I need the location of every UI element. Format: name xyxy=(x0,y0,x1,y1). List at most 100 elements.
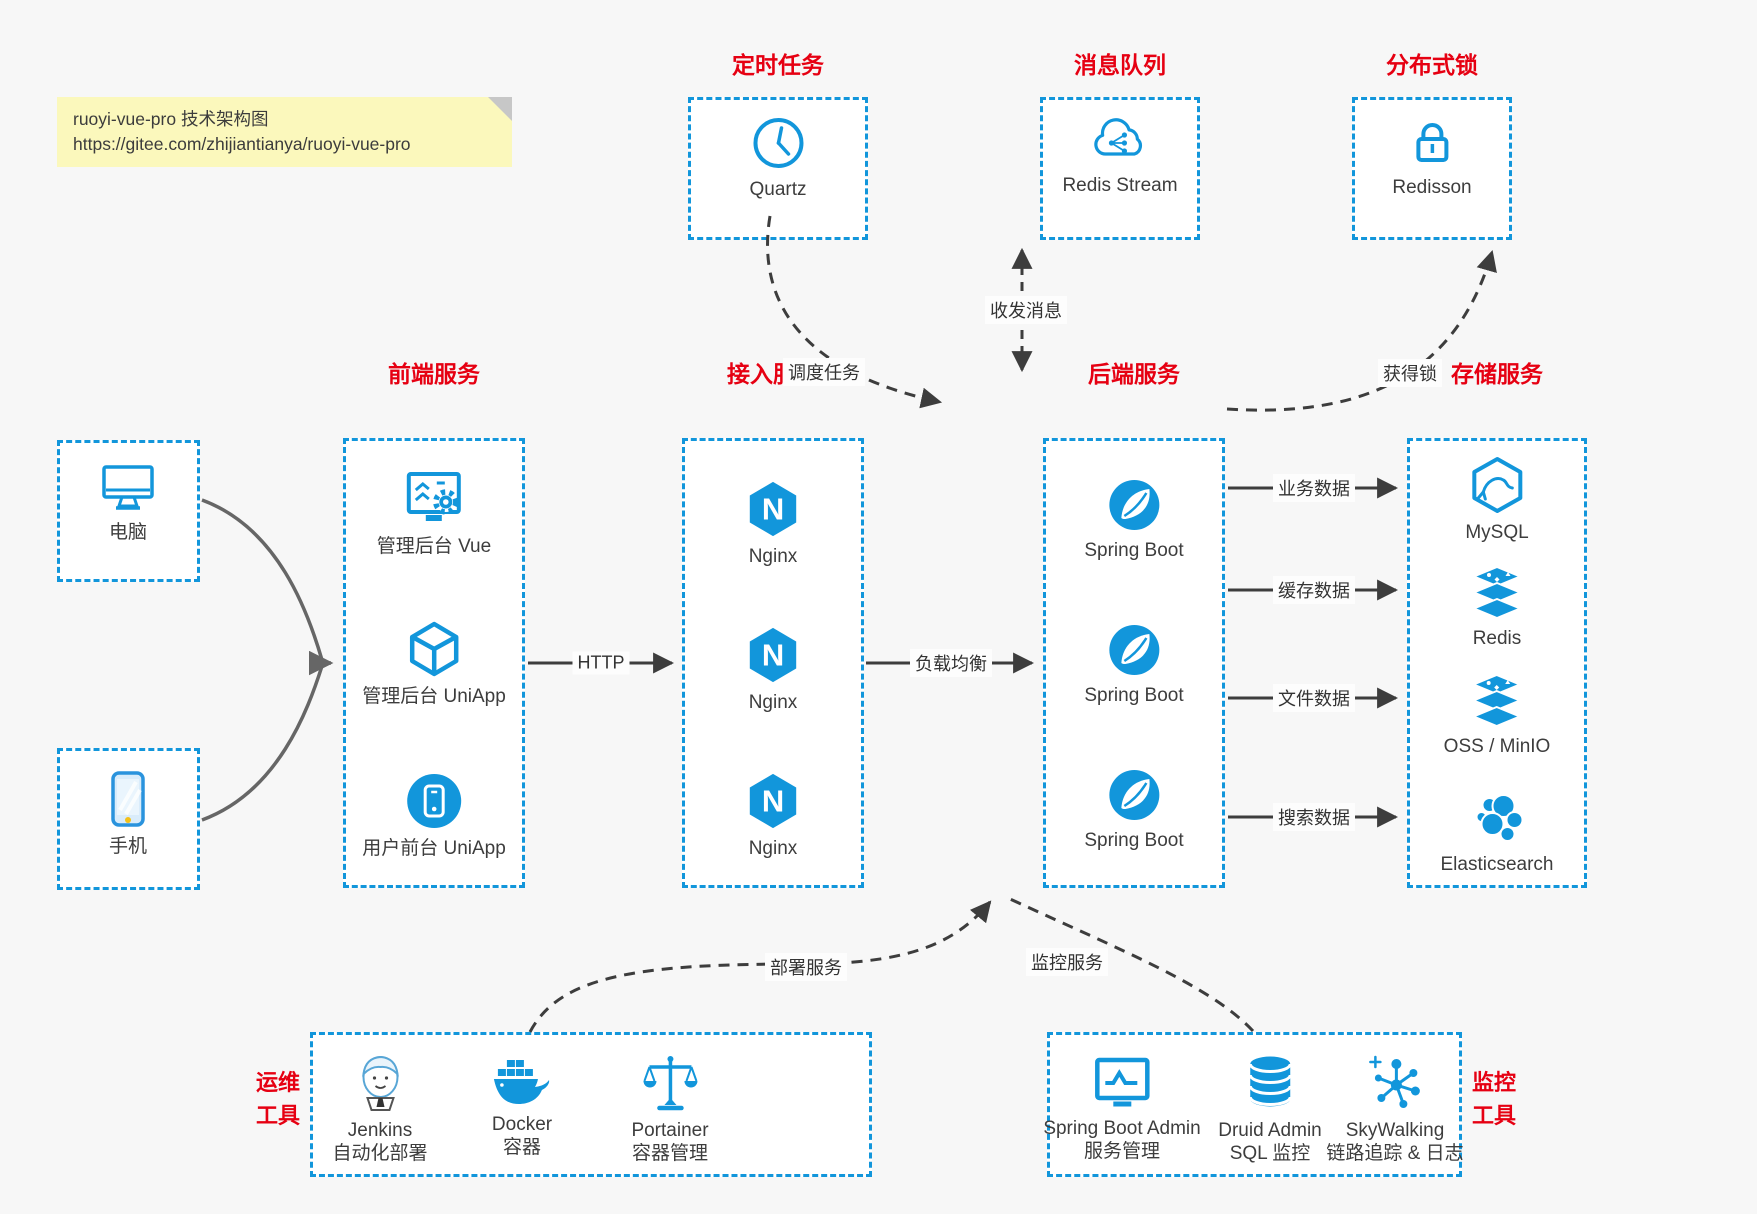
spring-icon xyxy=(1108,480,1159,530)
node-mysql: MySQL xyxy=(1465,456,1529,544)
mobile-icon xyxy=(111,771,145,827)
edge-label-send-receive: 收发消息 xyxy=(985,296,1067,324)
node-druid-admin: Druid Admin SQL 监控 xyxy=(1218,1054,1322,1165)
node-label: Druid Admin SQL 监控 xyxy=(1218,1120,1322,1164)
jenkins-icon xyxy=(361,1055,399,1111)
redis-stack-icon xyxy=(1473,566,1521,619)
edge-label-load-balance: 负载均衡 xyxy=(910,649,992,677)
admin-vue-icon xyxy=(406,472,461,521)
monitor-chart-icon xyxy=(1094,1057,1150,1107)
uniapp-cube-icon xyxy=(409,621,459,677)
node-nginx-3: N Nginx xyxy=(746,772,800,860)
node-label: Redis xyxy=(1472,628,1522,649)
svg-text:N: N xyxy=(762,492,784,527)
node-springboot-2: Spring Boot xyxy=(1084,623,1184,707)
node-portainer: Portainer 容器管理 xyxy=(631,1054,709,1165)
note-url: https://gitee.com/zhijiantianya/ruoyi-vu… xyxy=(73,134,411,154)
node-jenkins: Jenkins 自动化部署 xyxy=(332,1052,428,1165)
column-title-backend: 后端服务 xyxy=(1088,361,1180,387)
node-springboot-3: Spring Boot xyxy=(1084,768,1184,852)
node-label: Elasticsearch xyxy=(1440,854,1554,875)
node-label: SkyWalking 链路追踪 & 日志 xyxy=(1326,1120,1464,1164)
edge-label-file-data: 文件数据 xyxy=(1273,684,1355,712)
uniapp-phone-icon xyxy=(406,774,461,828)
node-label: Portainer 容器管理 xyxy=(631,1120,709,1164)
node-label: 手机 xyxy=(108,836,147,857)
column-title-frontend: 前端服务 xyxy=(388,361,480,387)
edge-label-schedule-task: 调度任务 xyxy=(783,358,865,386)
database-icon xyxy=(1248,1056,1292,1107)
node-label: Nginx xyxy=(748,692,798,713)
node-label: 管理后台 UniApp xyxy=(362,686,506,707)
storage-box xyxy=(1407,438,1587,888)
edge-label-monitor-service: 监控服务 xyxy=(1026,948,1108,976)
node-admin-uniapp: 管理后台 UniApp xyxy=(362,620,506,708)
node-label: Redisson xyxy=(1392,177,1472,198)
clock-icon xyxy=(753,118,803,168)
edge-label-search-data: 搜索数据 xyxy=(1273,803,1355,831)
node-label: Spring Boot Admin 服务管理 xyxy=(1043,1118,1201,1162)
note-fold-corner xyxy=(488,97,512,121)
edge-label-deploy-service: 部署服务 xyxy=(765,953,847,981)
docker-icon xyxy=(494,1060,550,1104)
note-title: ruoyi-vue-pro 技术架构图 xyxy=(73,109,269,129)
node-label: Spring Boot xyxy=(1084,830,1184,851)
edge-pc-to-frontend xyxy=(201,498,324,661)
lock-icon xyxy=(1416,123,1448,162)
column-title-storage: 存储服务 xyxy=(1451,361,1543,387)
node-redis: Redis xyxy=(1468,566,1526,650)
node-label: Spring Boot xyxy=(1084,685,1184,706)
node-label: Docker 容器 xyxy=(491,1114,553,1158)
node-redis-stream: Redis Stream xyxy=(1062,113,1178,197)
node-springboot-admin: Spring Boot Admin 服务管理 xyxy=(1043,1056,1201,1163)
ops-box xyxy=(310,1032,872,1177)
group-title-ops: 运维 工具 xyxy=(255,1070,301,1128)
spring-icon xyxy=(1108,625,1159,675)
edge-label-acquire-lock: 获得锁 xyxy=(1378,359,1442,387)
mysql-icon xyxy=(1471,457,1522,513)
nginx-icon: N xyxy=(749,481,797,537)
edge-deploy-service xyxy=(528,900,992,1033)
node-nginx-2: N Nginx xyxy=(746,626,800,714)
node-springboot-1: Spring Boot xyxy=(1084,478,1184,562)
node-oss-minio: OSS / MinIO xyxy=(1443,674,1551,758)
svg-text:N: N xyxy=(762,638,784,673)
edge-label-cache-data: 缓存数据 xyxy=(1273,576,1355,604)
node-label: Nginx xyxy=(748,546,798,567)
node-label: Quartz xyxy=(749,179,807,200)
node-label: OSS / MinIO xyxy=(1443,736,1551,757)
spring-icon xyxy=(1108,770,1159,820)
node-nginx-1: N Nginx xyxy=(746,480,800,568)
node-label: Spring Boot xyxy=(1084,540,1184,561)
group-title-mq: 消息队列 xyxy=(1074,52,1166,78)
node-label: Redis Stream xyxy=(1062,175,1178,196)
topology-icon xyxy=(1368,1055,1420,1108)
sticky-note: ruoyi-vue-pro 技术架构图 https://gitee.com/zh… xyxy=(57,97,512,167)
node-label: 管理后台 Vue xyxy=(376,536,492,557)
edge-mobile-to-frontend xyxy=(201,665,324,822)
node-admin-vue: 管理后台 Vue xyxy=(377,470,491,558)
edge-label-business-data: 业务数据 xyxy=(1273,474,1355,502)
node-pc: 电脑 xyxy=(99,462,157,544)
node-label: Jenkins 自动化部署 xyxy=(332,1120,428,1164)
nginx-icon: N xyxy=(749,773,797,829)
node-label: MySQL xyxy=(1465,522,1529,543)
portainer-icon xyxy=(642,1056,697,1111)
node-label: 用户前台 UniApp xyxy=(362,838,506,859)
node-user-uniapp: 用户前台 UniApp xyxy=(362,772,506,860)
group-title-lock: 分布式锁 xyxy=(1386,52,1478,78)
node-quartz: Quartz xyxy=(749,115,807,201)
node-skywalking: SkyWalking 链路追踪 & 日志 xyxy=(1326,1054,1464,1165)
node-elasticsearch: Elasticsearch xyxy=(1441,790,1554,876)
nginx-icon: N xyxy=(749,627,797,683)
node-label: 电脑 xyxy=(108,522,147,543)
group-title-monitor: 监控 工具 xyxy=(1471,1070,1517,1128)
edge-label-http: HTTP xyxy=(572,651,630,675)
lock-box xyxy=(1352,97,1512,240)
group-title-scheduler: 定时任务 xyxy=(732,52,824,78)
desktop-icon xyxy=(102,465,154,510)
cloud-stream-icon xyxy=(1093,118,1142,156)
pc-box xyxy=(57,440,200,582)
elasticsearch-icon xyxy=(1475,794,1523,842)
